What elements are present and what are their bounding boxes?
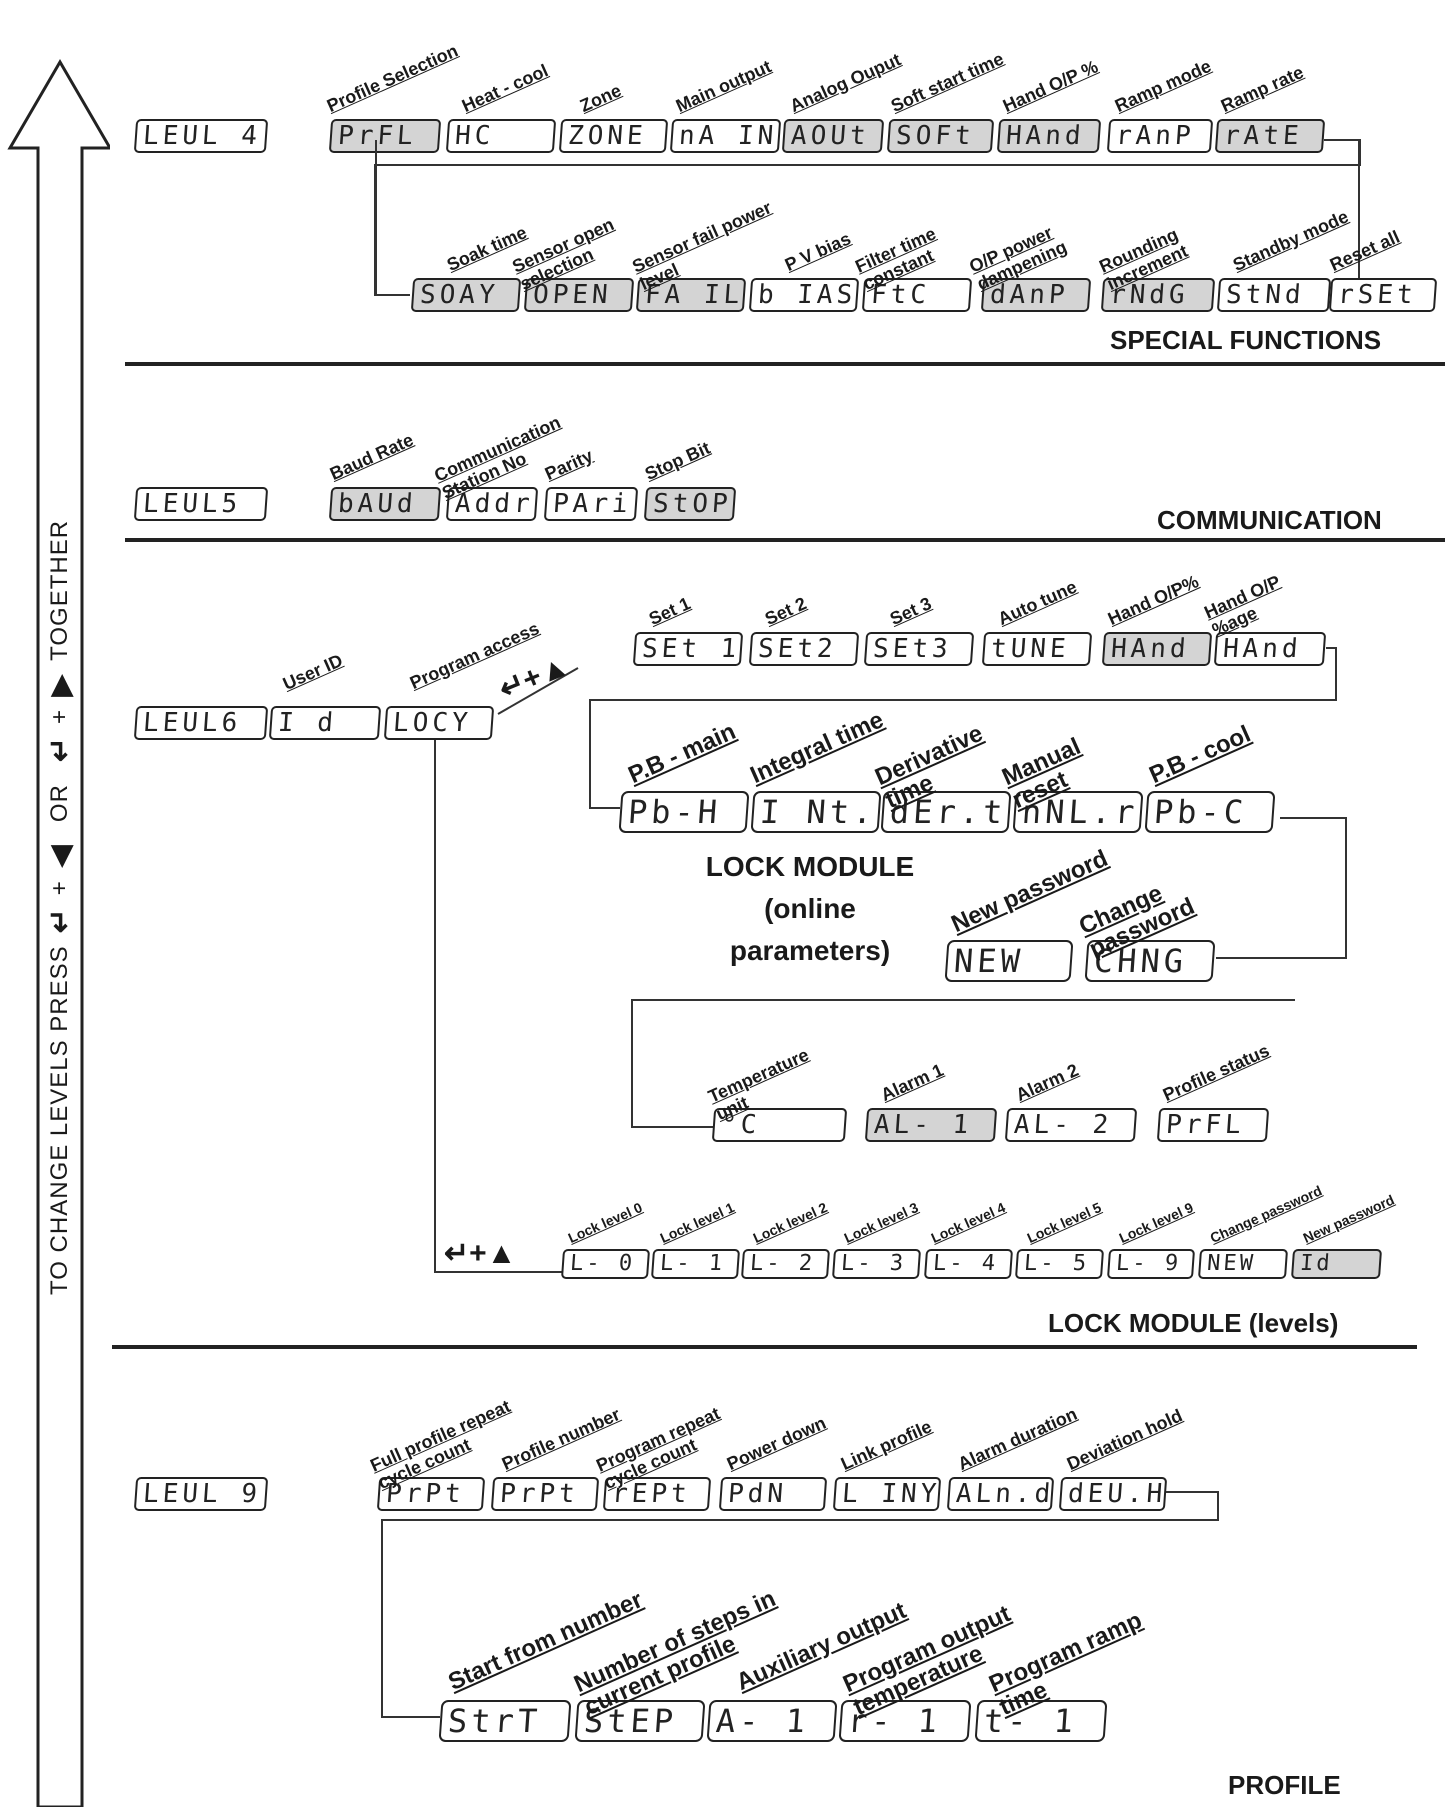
level9-param-display: A- 1	[706, 1700, 838, 1742]
level9-param-display: t- 1	[974, 1700, 1108, 1742]
section-profile: PROFILE	[1228, 1770, 1341, 1800]
lock-module-line2: (online	[764, 893, 856, 924]
section-special-functions: SPECIAL FUNCTIONS	[1110, 325, 1382, 355]
divider-2	[125, 538, 1445, 542]
divider-1	[125, 362, 1445, 366]
level4-connector-lines	[374, 139, 1361, 296]
lock-module-line3: parameters)	[729, 935, 891, 966]
section-lock-module-levels: LOCK MODULE (levels)	[1048, 1308, 1339, 1338]
divider-3	[112, 1345, 1417, 1349]
lock-module-line1: LOCK MODULE	[705, 851, 915, 882]
level9-param-display: StrT	[438, 1700, 572, 1742]
lock-module-online-text: LOCK MODULE (online parameters)	[680, 846, 940, 972]
section-communication: COMMUNICATION	[1157, 505, 1382, 535]
level-change-arrow	[7, 59, 110, 1807]
key-combo-locks: ↵+▲	[444, 1237, 517, 1270]
